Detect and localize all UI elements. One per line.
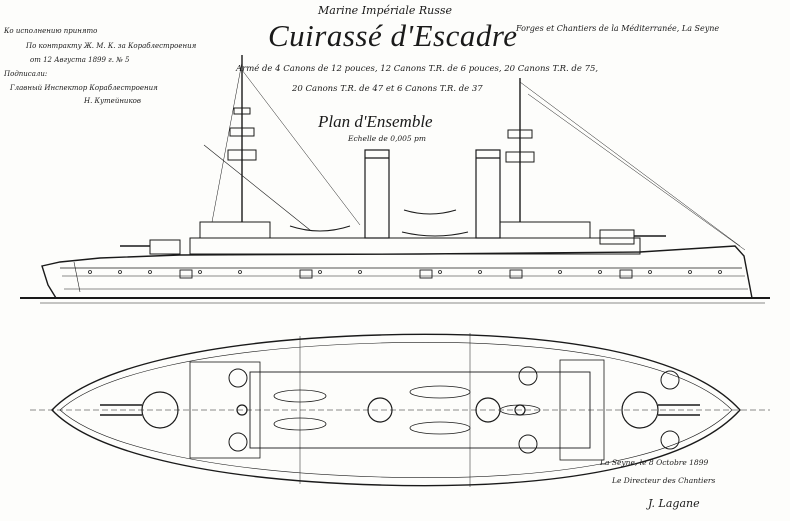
plan-title: Plan d'Ensemble <box>318 112 433 131</box>
fore-turret-plan <box>141 391 179 429</box>
signature-name: J. Lagane <box>648 497 700 510</box>
deck-edge-plan <box>59 342 733 478</box>
aft-bridge-plan <box>559 359 605 461</box>
fore-turret-side <box>149 239 181 255</box>
navy-caption: Marine Impériale Russe <box>318 4 453 17</box>
aft-turret-side <box>599 229 635 245</box>
hull-side <box>41 245 753 299</box>
armament-line-2: 20 Canons T.R. de 47 et 6 Canons T.R. de… <box>292 84 483 94</box>
main-mast <box>505 78 746 251</box>
hull-plan <box>51 333 741 487</box>
main-mast-plan <box>514 404 526 416</box>
aft-turret-plan <box>621 391 659 429</box>
aft-superstructure <box>499 221 591 239</box>
wing-turrets <box>228 366 680 454</box>
superstructure-deck <box>189 237 641 255</box>
signature-date: La Seyne, le 8 Octobre 1899 <box>600 458 709 467</box>
ship-title: Cuirassé d'Escadre <box>268 18 518 53</box>
fore-bridge-plan <box>189 361 261 459</box>
funnel-plan <box>475 397 501 423</box>
fore-mast-plan <box>236 404 248 416</box>
fore-superstructure <box>199 221 271 239</box>
shipyard-note: Forges et Chantiers de la Méditerranée, … <box>516 24 720 33</box>
signature-role: Le Directeur des Chantiers <box>612 476 716 485</box>
plan-view <box>30 333 770 487</box>
funnels <box>364 149 501 239</box>
ship-boat <box>401 231 469 237</box>
side-elevation <box>20 55 770 304</box>
scale-caption: Echelle de 0,005 pm <box>348 134 426 143</box>
handwritten-note-line: Главный Инспектор Кораблестроения <box>10 84 158 92</box>
casemate-guns <box>179 269 633 279</box>
ship-boat <box>403 209 457 215</box>
portholes <box>88 270 722 274</box>
handwritten-note-line: Ко исполнению принято <box>4 27 98 35</box>
handwritten-note-line: Подписали: <box>4 70 48 78</box>
fore-mast <box>203 55 361 231</box>
armament-line-1: Armé de 4 Canons de 12 pouces, 12 Canons… <box>236 64 599 74</box>
handwritten-note-line: По контракту Ж. М. К. за Кораблестроения <box>26 42 197 50</box>
ship-boat <box>289 225 351 232</box>
handwritten-note-line: от 12 Августа 1899 г. № 5 <box>30 56 130 64</box>
funnel-plan <box>367 397 393 423</box>
handwritten-note-line: Н. Кутейников <box>84 97 141 105</box>
anchor-chain <box>73 261 81 293</box>
superstructure-plan <box>249 371 591 449</box>
